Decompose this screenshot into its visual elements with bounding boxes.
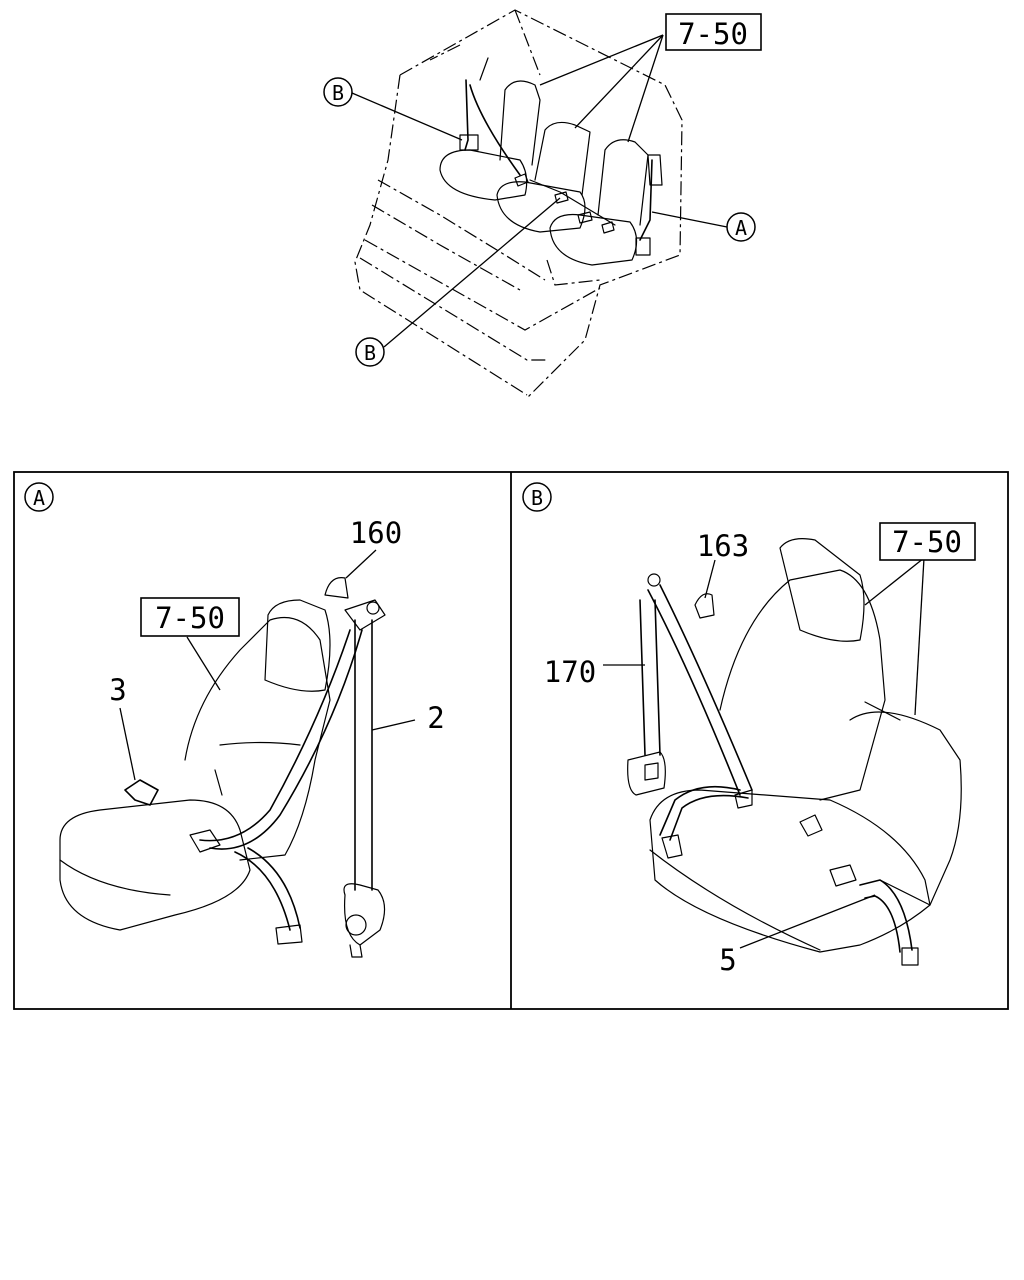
panel-a-ref-box[interactable]: 7-50	[140, 597, 240, 637]
svg-text:B: B	[332, 81, 344, 105]
panel-b-seat-illustration	[603, 538, 962, 966]
panel-b-ref-box[interactable]: 7-50	[879, 522, 976, 561]
panel-a-tag: A	[24, 482, 54, 512]
overview-callout-a[interactable]: A	[726, 212, 756, 242]
svg-text:B: B	[531, 486, 543, 510]
part-number-5: 5	[719, 943, 736, 977]
overview-callout-b-top[interactable]: B	[323, 77, 353, 107]
part-number-2: 2	[427, 701, 444, 735]
overview-ref-label: 7-50	[678, 17, 748, 51]
svg-text:7-50: 7-50	[892, 525, 962, 559]
panel-b-tag: B	[522, 482, 552, 512]
svg-text:A: A	[33, 486, 45, 510]
part-number-170: 170	[544, 655, 596, 689]
panel-a-seat-illustration	[59, 549, 416, 958]
svg-text:B: B	[364, 341, 376, 365]
svg-text:7-50: 7-50	[155, 601, 225, 635]
svg-text:A: A	[735, 216, 747, 240]
part-number-160: 160	[350, 516, 402, 550]
overview-ref-box[interactable]: 7-50	[665, 13, 762, 51]
part-number-3: 3	[109, 673, 126, 707]
part-number-163: 163	[697, 529, 749, 563]
cab-overview-illustration	[351, 9, 728, 399]
overview-callout-b-bottom[interactable]: B	[355, 337, 385, 367]
